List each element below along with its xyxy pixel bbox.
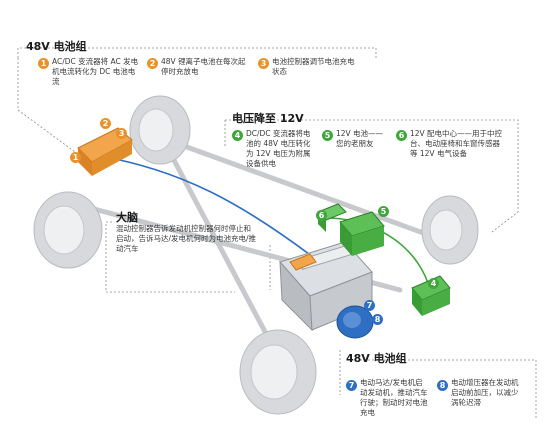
- marker-3: 3: [116, 128, 127, 139]
- section-title-voltage-down: 电压降至 12V: [232, 112, 304, 125]
- badge-4: 4: [232, 130, 243, 141]
- callout-brain-text: 混动控制器告诉发动机控制器何时停止和启动，告诉马达/发电机何时为电池充电/推动汽…: [116, 224, 257, 253]
- section-title-brain: 大脑: [116, 211, 138, 224]
- tire-front-left: [239, 329, 317, 415]
- marker-2: 2: [100, 118, 111, 129]
- leader-lines: [17, 47, 537, 420]
- marker-5: 5: [378, 206, 389, 217]
- callout-5-text: 12V 电池——您的老朋友: [336, 129, 384, 148]
- hybrid-controller: [289, 253, 317, 271]
- marker-6: 6: [316, 210, 327, 221]
- badge-3: 3: [258, 58, 269, 69]
- badge-5: 5: [322, 130, 333, 141]
- marker-4: 4: [428, 278, 439, 289]
- callout-2-text: 48V 锂离子电池在每次起停时充放电: [161, 57, 246, 76]
- callout-4-text: DC/DC 变流器将电池的 48V 电压转化为 12V 电压为附属设备供电: [246, 129, 311, 168]
- callout-6-text: 12V 配电中心——用于中控台、电动座椅和车窗传感器等 12V 电气设备: [410, 129, 503, 158]
- marker-7: 7: [364, 300, 375, 311]
- marker-1: 1: [70, 152, 81, 163]
- callout-3-text: 电池控制器调节电池充电状态: [272, 57, 355, 76]
- tire-front-right: [421, 195, 479, 265]
- motor-generator: [336, 305, 374, 339]
- badge-8: 8: [437, 380, 448, 391]
- tire-rear-right: [129, 95, 191, 165]
- callout-1-text: AC/DC 变流器将 AC 发电机电流转化为 DC 电池电流: [52, 57, 139, 86]
- tire-rear-left: [33, 191, 103, 269]
- badge-2: 2: [147, 58, 158, 69]
- badge-1: 1: [38, 58, 49, 69]
- badge-6: 6: [396, 130, 407, 141]
- marker-8: 8: [372, 314, 383, 325]
- callout-7-text: 电动马达/发电机启动发动机，推动汽车行驶；制动时对电池充电: [360, 378, 428, 417]
- badge-7: 7: [346, 380, 357, 391]
- section-title-battery-top: 48V 电池组: [26, 40, 87, 53]
- callout-8-text: 电动增压器在发动机启动前加压，以减少涡轮迟滞: [451, 378, 519, 407]
- battery-12v: [339, 211, 385, 256]
- section-title-battery-bottom: 48V 电池组: [346, 352, 407, 365]
